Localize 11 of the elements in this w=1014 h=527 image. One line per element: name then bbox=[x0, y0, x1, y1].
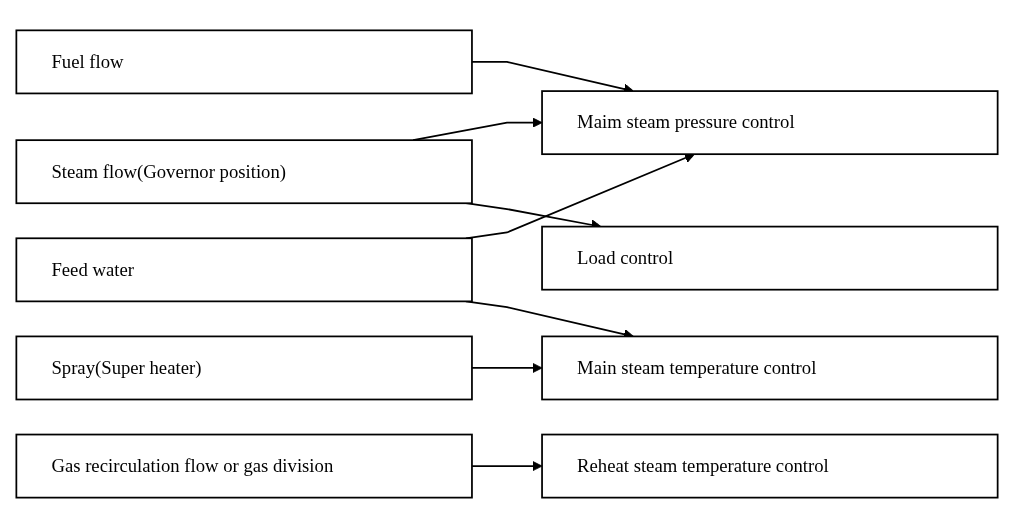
node-box: Fuel flow bbox=[15, 29, 473, 94]
arrow bbox=[471, 460, 543, 471]
node-box: Maim steam pressure control bbox=[541, 89, 999, 155]
node-box: Feed water bbox=[15, 236, 473, 302]
node-box: Main steam temperature control bbox=[541, 335, 999, 400]
node-box: Load control bbox=[541, 225, 999, 291]
node-box: Steam flow(Governor position) bbox=[15, 138, 473, 204]
node-box: Spray(Super heater) bbox=[15, 335, 473, 400]
node-box: Gas recirculation flow or gas division bbox=[15, 433, 473, 498]
arrow bbox=[471, 362, 543, 373]
node-box: Reheat steam temperature control bbox=[541, 433, 999, 498]
